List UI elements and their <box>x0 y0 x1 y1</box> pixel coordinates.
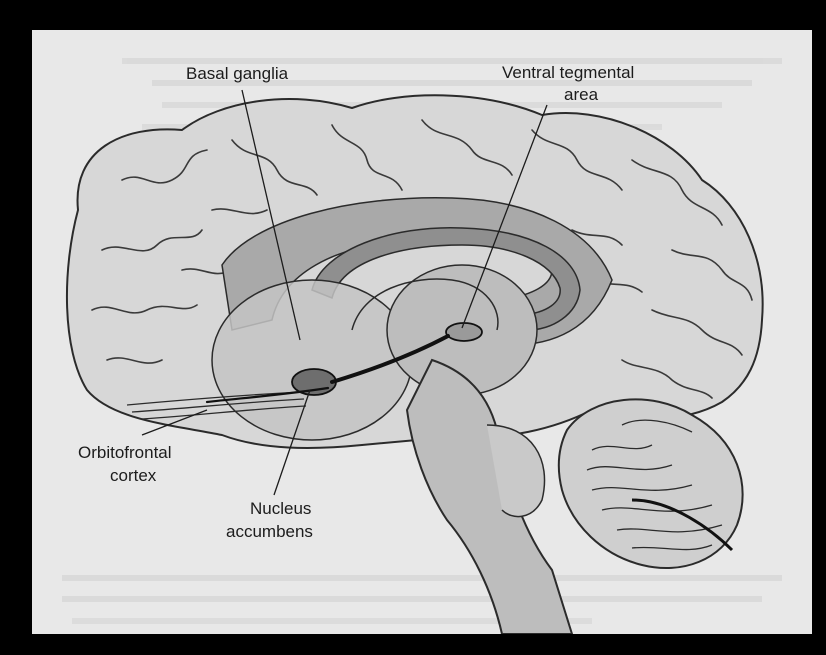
brain-diagram: Basal ganglia Ventral tegmental area Orb… <box>32 30 812 634</box>
label-orbitofrontal-line1: Orbitofrontal <box>78 443 172 462</box>
basal-ganglia-region <box>212 280 412 440</box>
label-nucleus-line2: accumbens <box>226 522 313 541</box>
ventral-tegmental-area <box>446 323 482 341</box>
label-basal-ganglia: Basal ganglia <box>186 64 289 83</box>
label-vta-line1: Ventral tegmental <box>502 63 634 82</box>
label-nucleus-line1: Nucleus <box>250 499 311 518</box>
label-orbitofrontal-line2: cortex <box>110 466 157 485</box>
label-vta-line2: area <box>564 85 599 104</box>
figure-panel: Basal ganglia Ventral tegmental area Orb… <box>32 30 812 634</box>
cerebellum <box>559 399 743 568</box>
